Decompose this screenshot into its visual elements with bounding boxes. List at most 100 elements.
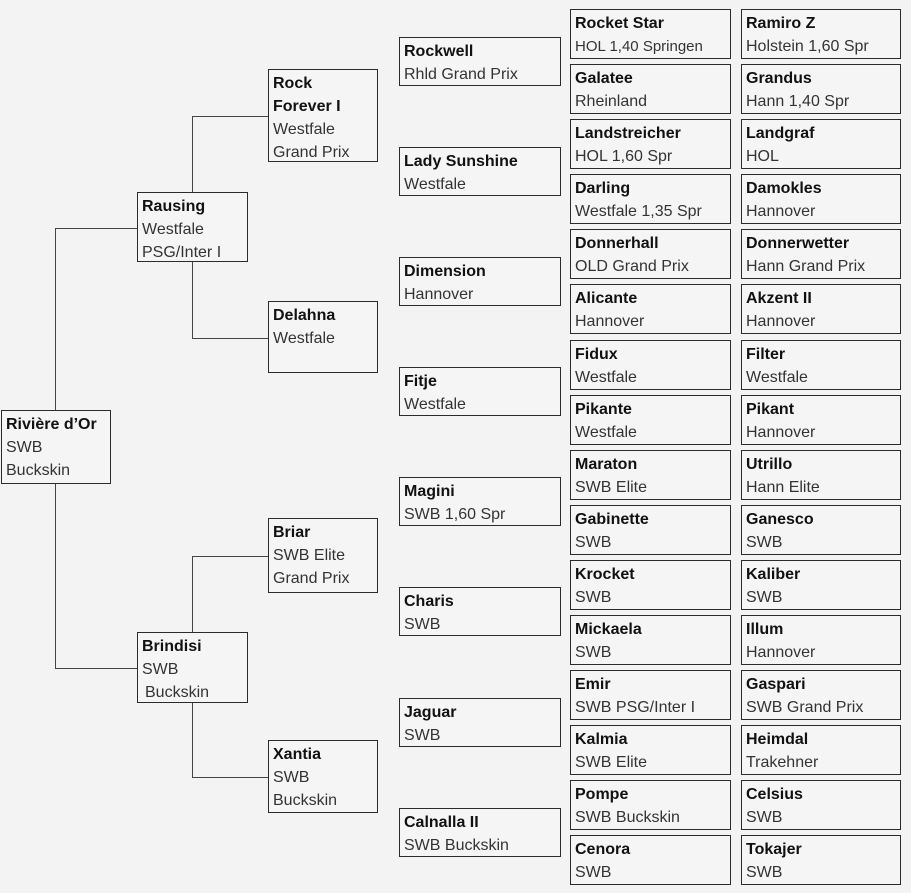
horse-info: Westfale <box>142 221 204 238</box>
horse-info: Westfale <box>273 121 335 138</box>
horse-gen4: Krocket SWB <box>570 560 731 610</box>
horse-info: HOL 1,60 Spr <box>575 148 673 165</box>
horse-info: Hannover <box>746 313 816 330</box>
connector <box>55 484 56 668</box>
horse-gen5: Landgraf HOL <box>741 119 901 169</box>
horse-sire: Rausing Westfale PSG/Inter I <box>137 192 248 262</box>
horse-name: Utrillo <box>746 456 793 473</box>
horse-gen5: Grandus Hann 1,40 Spr <box>741 64 901 114</box>
horse-info: SWB <box>575 534 612 551</box>
horse-name: Illum <box>746 621 784 638</box>
horse-name: Alicante <box>575 290 638 307</box>
horse-gen4: Alicante Hannover <box>570 284 731 334</box>
connector <box>192 556 193 632</box>
horse-gen5: Ganesco SWB <box>741 505 901 555</box>
horse-name: Filter <box>746 346 786 363</box>
horse-name: Akzent II <box>746 290 812 307</box>
horse-gen4: Pikante Westfale <box>570 395 731 445</box>
horse-sire-sire: Rock Forever I Westfale Grand Prix <box>268 69 378 162</box>
horse-subject: Rivière d’Or SWB Buckskin <box>1 410 111 484</box>
horse-info: Westfale <box>273 330 335 347</box>
connector <box>55 228 137 229</box>
horse-name: Cenora <box>575 841 631 858</box>
connector <box>192 338 268 339</box>
horse-name: Celsius <box>746 786 803 803</box>
horse-info: SWB <box>6 439 43 456</box>
horse-name: Fitje <box>404 373 437 390</box>
horse-gen5: Kaliber SWB <box>741 560 901 610</box>
horse-name: Rausing <box>142 198 206 215</box>
horse-gen4: Donnerhall OLD Grand Prix <box>570 229 731 279</box>
horse-name: Charis <box>404 593 454 610</box>
horse-gen3: Dimension Hannover <box>399 257 561 306</box>
horse-info: Hannover <box>404 286 474 303</box>
horse-name: Xantia <box>273 746 322 763</box>
horse-name: Darling <box>575 180 631 197</box>
horse-info: SWB <box>404 727 441 744</box>
horse-name: Gabinette <box>575 511 649 528</box>
horse-name: Delahna <box>273 307 336 324</box>
horse-name: Gaspari <box>746 676 806 693</box>
connector <box>55 668 137 669</box>
horse-info: Hann Grand Prix <box>746 258 866 275</box>
horse-name: Kaliber <box>746 566 801 583</box>
horse-info: SWB Buckskin <box>404 837 509 854</box>
horse-gen5: Pikant Hannover <box>741 395 901 445</box>
horse-info: Hannover <box>746 203 816 220</box>
horse-info: Grand Prix <box>273 570 350 587</box>
horse-name: Lady Sunshine <box>404 153 518 170</box>
connector <box>192 262 193 338</box>
horse-name: Rivière d’Or <box>6 416 97 433</box>
horse-info: Buckskin <box>6 462 71 479</box>
horse-gen5: Gaspari SWB Grand Prix <box>741 670 901 720</box>
horse-info: Westfale <box>404 176 466 193</box>
horse-info: Buckskin <box>145 684 210 701</box>
horse-gen5: Ramiro Z Holstein 1,60 Spr <box>741 9 901 59</box>
horse-name: Pikante <box>575 401 632 418</box>
horse-info: SWB <box>142 661 179 678</box>
horse-gen3: Magini SWB 1,60 Spr <box>399 477 561 526</box>
horse-name: Donnerwetter <box>746 235 850 252</box>
horse-name: Calnalla II <box>404 814 479 831</box>
horse-info: SWB <box>404 616 441 633</box>
horse-gen5: Utrillo Hann Elite <box>741 450 901 500</box>
horse-gen5: Filter Westfale <box>741 340 901 390</box>
horse-gen5: Celsius SWB <box>741 780 901 830</box>
horse-name: Pikant <box>746 401 795 418</box>
horse-gen5: Akzent II Hannover <box>741 284 901 334</box>
horse-gen4: Pompe SWB Buckskin <box>570 780 731 830</box>
horse-info: SWB Elite <box>575 754 648 771</box>
connector <box>192 556 268 557</box>
horse-info: SWB Grand Prix <box>746 699 864 716</box>
horse-info: Westfale <box>575 369 637 386</box>
horse-name: Briar <box>273 524 311 541</box>
horse-info: Westfale <box>404 396 466 413</box>
horse-info: PSG/Inter I <box>142 244 222 261</box>
horse-gen5: Damokles Hannover <box>741 174 901 224</box>
horse-dam-dam: Xantia SWB Buckskin <box>268 740 378 813</box>
horse-gen4: Gabinette SWB <box>570 505 731 555</box>
horse-gen3: Charis SWB <box>399 587 561 636</box>
horse-gen4: Rocket Star HOL 1,40 Springen <box>570 9 731 59</box>
horse-info: SWB <box>746 589 783 606</box>
horse-info: Rheinland <box>575 93 648 110</box>
horse-name: Fidux <box>575 346 618 363</box>
horse-gen4: Landstreicher HOL 1,60 Spr <box>570 119 731 169</box>
horse-name: Krocket <box>575 566 635 583</box>
horse-name: Jaguar <box>404 704 457 721</box>
horse-name: Pompe <box>575 786 629 803</box>
connector <box>192 777 268 778</box>
horse-gen4: Maraton SWB Elite <box>570 450 731 500</box>
horse-info: SWB PSG/Inter I <box>575 699 696 716</box>
horse-info: Hannover <box>746 424 816 441</box>
horse-info: Holstein 1,60 Spr <box>746 38 869 55</box>
horse-info: SWB <box>575 589 612 606</box>
horse-name: Rock <box>273 75 313 92</box>
horse-gen4: Cenora SWB <box>570 835 731 885</box>
horse-gen4: Mickaela SWB <box>570 615 731 665</box>
horse-info: SWB <box>746 534 783 551</box>
horse-gen5: Illum Hannover <box>741 615 901 665</box>
horse-info: Rhld Grand Prix <box>404 66 518 83</box>
horse-name: Donnerhall <box>575 235 659 252</box>
horse-info: SWB <box>746 809 783 826</box>
